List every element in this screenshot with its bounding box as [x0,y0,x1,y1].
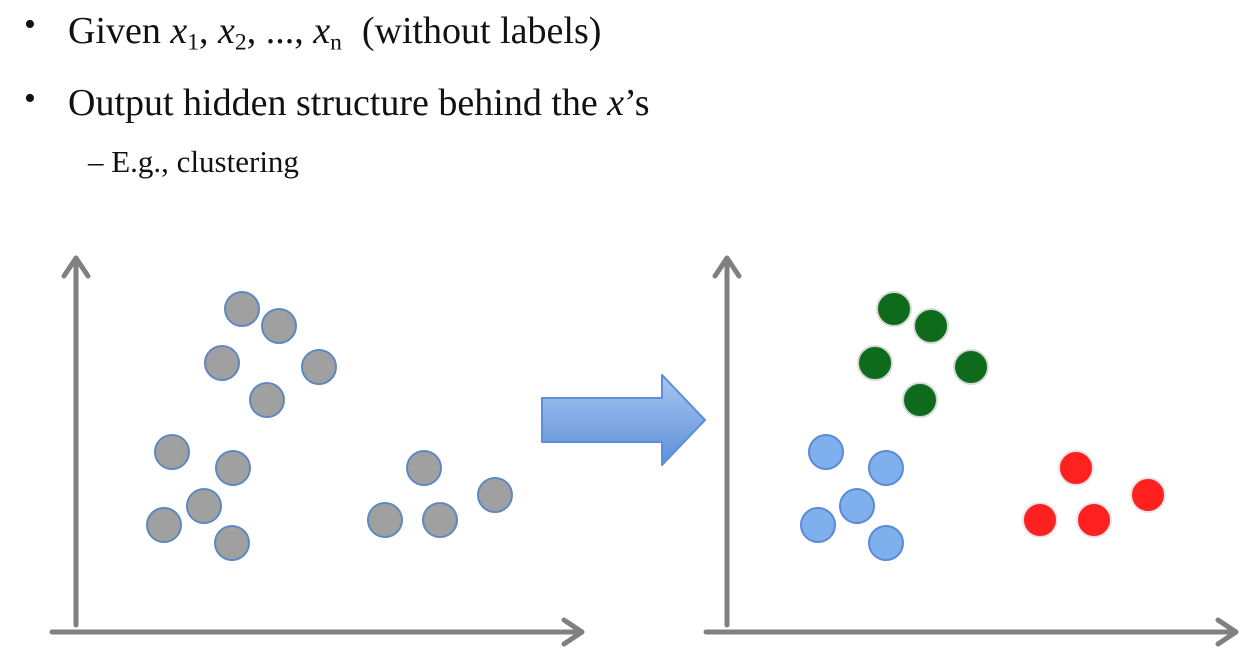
blue-cluster-point [839,488,875,524]
blue-cluster-point [868,525,904,561]
unclustered-point [261,308,297,344]
right-plot [703,255,1239,647]
red-cluster-point [1076,502,1112,538]
unclustered-point [367,502,403,538]
green-cluster-point [857,345,893,381]
blue-cluster-point [800,507,836,543]
bullet-item-1-suffix: (without labels) [361,10,602,52]
unclustered-point [154,434,190,470]
bullet-item-2-suffix: ’s [624,82,650,124]
blue-cluster-point [808,434,844,470]
bullet-item-2: Output hidden structure behind the x’s [68,84,650,122]
right-y-axis-arrowhead-icon [712,255,742,279]
unclustered-point [301,349,337,385]
blue-cluster [800,434,904,561]
bullet-item-2-prefix: Output hidden structure behind the [68,82,608,124]
left-plot [49,255,585,647]
separator-1: , [199,10,219,52]
right-x-axis-arrowhead-icon [1215,617,1239,647]
left-x-axis-arrowhead-icon [561,617,585,647]
green-cluster-point [913,308,949,344]
green-cluster-point [953,349,989,385]
bullet-list: • Given x1, x2, ..., xn(without labels) … [0,0,1250,200]
unclustered-point [214,525,250,561]
bullet-dot-icon: • [24,6,36,43]
unclustered-point [249,382,285,418]
red-cluster [1022,450,1166,538]
x1-variable: x [170,10,188,52]
unclustered-point [224,291,260,327]
unclustered-point [204,345,240,381]
left-y-axis-arrowhead-icon [61,255,91,279]
unclustered-point [422,502,458,538]
xn-variable: x [313,10,331,52]
green-cluster-point [876,291,912,327]
unclustered-point [406,450,442,486]
bullet-dot-icon: • [24,80,36,117]
red-cluster-point [1058,450,1094,486]
x1-subscript: 1 [187,29,200,56]
x-variable: x [607,82,625,124]
green-cluster [857,291,989,418]
unclustered-points [146,291,513,561]
x2-subscript: 2 [234,29,247,56]
unclustered-point [146,507,182,543]
red-cluster-point [1022,502,1058,538]
x2-variable: x [218,10,235,52]
sub-bullet-example: – E.g., clustering [88,144,299,179]
separator-2: , ..., [246,10,314,52]
blue-cluster-point [868,450,904,486]
unclustered-point [215,450,251,486]
bullet-item-1: Given x1, x2, ..., xn(without labels) [68,12,601,55]
xn-subscript: n [330,29,342,56]
right-arrow-icon [541,374,706,466]
green-cluster-point [902,382,938,418]
unclustered-point [477,477,513,513]
unclustered-point [186,488,222,524]
red-cluster-point [1130,477,1166,513]
bullet-item-1-prefix: Given [68,10,171,52]
